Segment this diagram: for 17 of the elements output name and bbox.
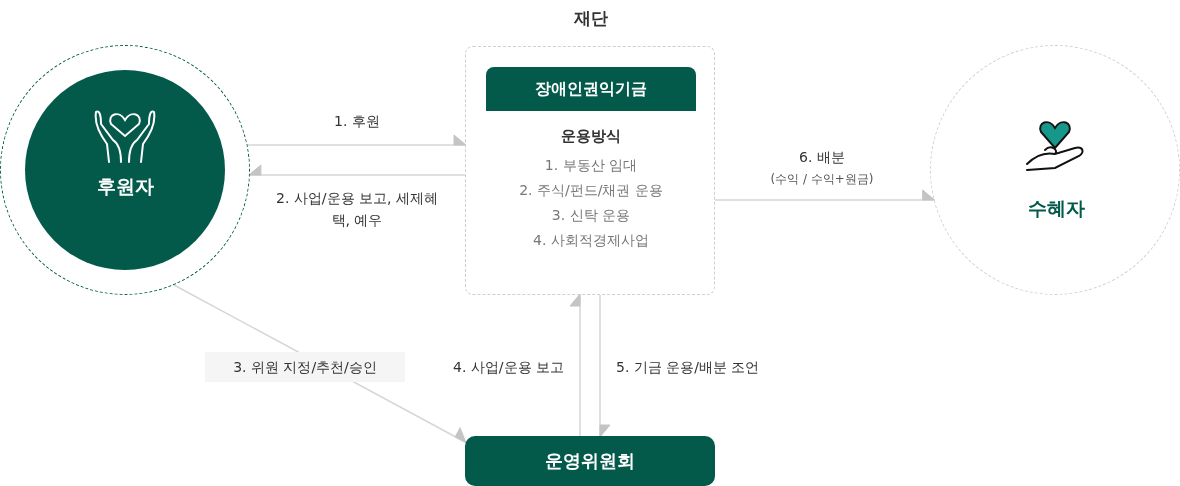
arrow [246, 134, 467, 146]
arrow [714, 189, 936, 201]
list-item: 3. 신탁 운용 [550, 207, 632, 225]
committee-box: 운영위원회 [465, 436, 715, 486]
arrow [569, 293, 581, 437]
arrow [248, 164, 466, 176]
arrow [599, 294, 611, 438]
list-item: 1. 부동산 임대 [543, 157, 639, 175]
group-title: 재단 [573, 7, 609, 30]
node-label: 수혜자 [1026, 196, 1086, 221]
edge-label: 3. 위원 지정/추천/승인 [205, 352, 405, 382]
node-label: 후원자 [95, 174, 155, 199]
fund-header: 장애인권익기금 [486, 67, 696, 111]
section-heading: 운용방식 [560, 127, 622, 146]
list-item: 4. 사회적경제사업 [532, 232, 650, 250]
note-text: (수익 / 수익+원금) [770, 171, 874, 188]
list-item: 2. 주식/펀드/채권 운용 [518, 182, 664, 200]
